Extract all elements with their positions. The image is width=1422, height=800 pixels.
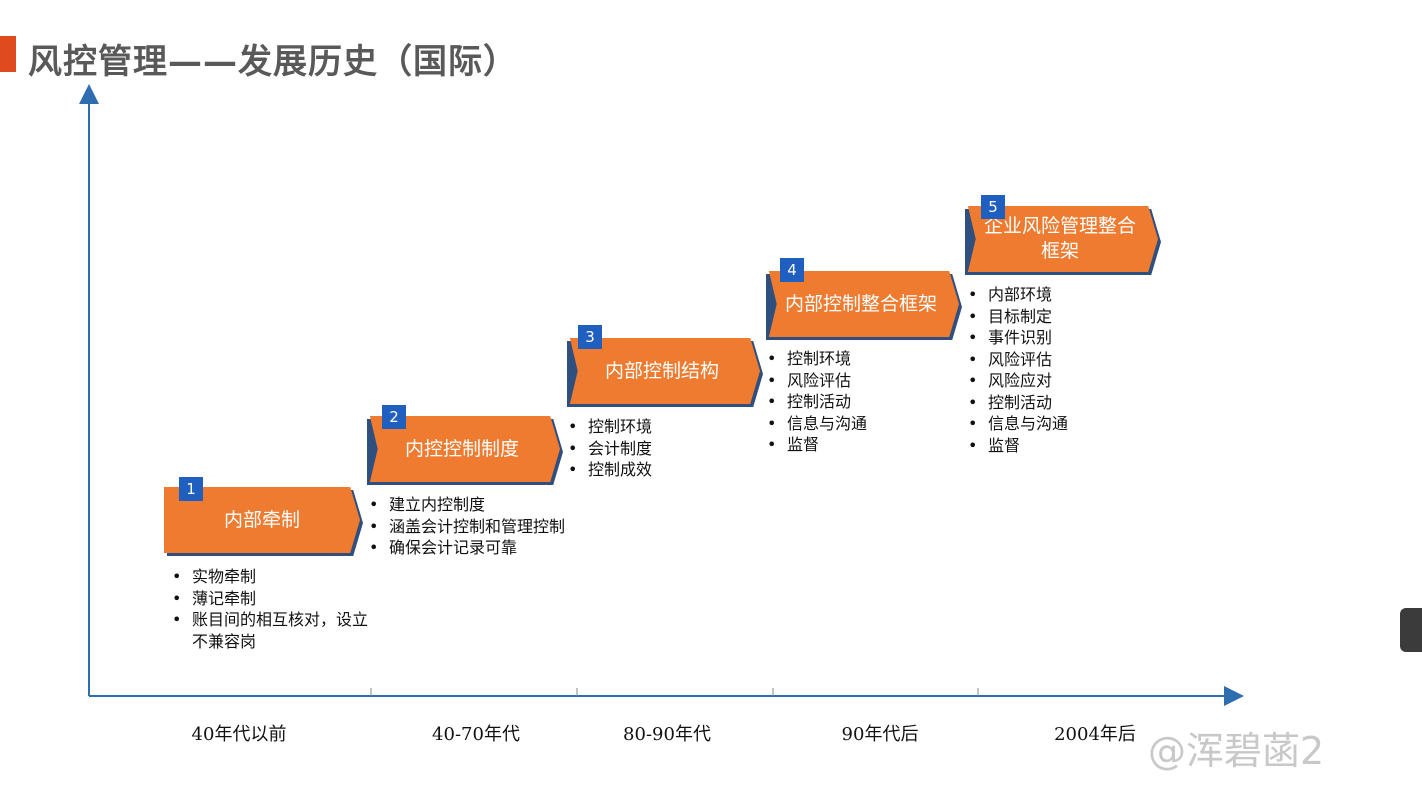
watermark: @浑碧菡2	[1148, 729, 1325, 773]
stage-3-list: 控制环境 会计制度 控制成效	[564, 416, 764, 481]
list-item: 会计制度	[564, 438, 764, 460]
list-item: 建立内控制度	[365, 494, 565, 516]
stage-2-number-badge: 2	[382, 405, 406, 429]
stage-5-label: 企业风险管理整合框架	[983, 215, 1136, 262]
title-accent-bar	[0, 36, 16, 72]
list-item: 信息与沟通	[763, 413, 963, 435]
list-item: 账目间的相互核对，设立不兼容岗	[168, 609, 368, 652]
list-item: 控制环境	[564, 416, 764, 438]
list-item: 控制成效	[564, 459, 764, 481]
list-item: 监督	[763, 434, 963, 456]
page-title: 风控管理——发展历史（国际）	[28, 42, 518, 82]
stage-3-box: 内部控制结构	[569, 338, 760, 404]
stage-4-list: 控制环境 风险评估 控制活动 信息与沟通 监督	[763, 348, 963, 456]
stage-4-label: 内部控制整合框架	[784, 292, 937, 315]
list-item: 确保会计记录可靠	[365, 537, 565, 559]
list-item: 信息与沟通	[964, 413, 1164, 435]
list-item: 事件识别	[964, 327, 1164, 349]
stage-1-list: 实物牵制 薄记牵制 账目间的相互核对，设立不兼容岗	[168, 566, 368, 652]
list-item: 风险应对	[964, 370, 1164, 392]
stage-5-list: 内部环境 目标制定 事件识别 风险评估 风险应对 控制活动 信息与沟通 监督	[964, 284, 1164, 456]
stage-3-number-badge: 3	[578, 325, 602, 349]
period-label: 40-70年代	[432, 724, 520, 745]
list-item: 内部环境	[964, 284, 1164, 306]
period-label: 80-90年代	[623, 724, 711, 745]
stage-1-label: 内部牵制	[223, 508, 300, 531]
stage-5-number-badge: 5	[981, 195, 1005, 219]
stage-1-number-badge: 1	[179, 477, 203, 501]
list-item: 目标制定	[964, 306, 1164, 328]
list-item: 涵盖会计控制和管理控制	[365, 516, 565, 538]
stage-1-box: 内部牵制	[164, 487, 360, 553]
period-label: 90年代后	[841, 724, 919, 745]
side-handle[interactable]	[1400, 608, 1422, 652]
stage-4-number-badge: 4	[780, 258, 804, 282]
list-item: 控制环境	[763, 348, 963, 370]
list-item: 风险评估	[964, 349, 1164, 371]
list-item: 控制活动	[763, 391, 963, 413]
list-item: 监督	[964, 435, 1164, 457]
list-item: 实物牵制	[168, 566, 368, 588]
list-item: 薄记牵制	[168, 588, 368, 610]
stage-2-list: 建立内控制度 涵盖会计控制和管理控制 确保会计记录可靠	[365, 494, 565, 559]
stage-3-label: 内部控制结构	[604, 359, 719, 382]
period-label: 40年代以前	[191, 724, 287, 745]
list-item: 控制活动	[964, 392, 1164, 414]
stage-4-box: 内部控制整合框架	[768, 271, 959, 337]
period-label: 2004年后	[1054, 724, 1136, 745]
list-item: 风险评估	[763, 370, 963, 392]
stage-2-label: 内控控制制度	[404, 437, 519, 460]
